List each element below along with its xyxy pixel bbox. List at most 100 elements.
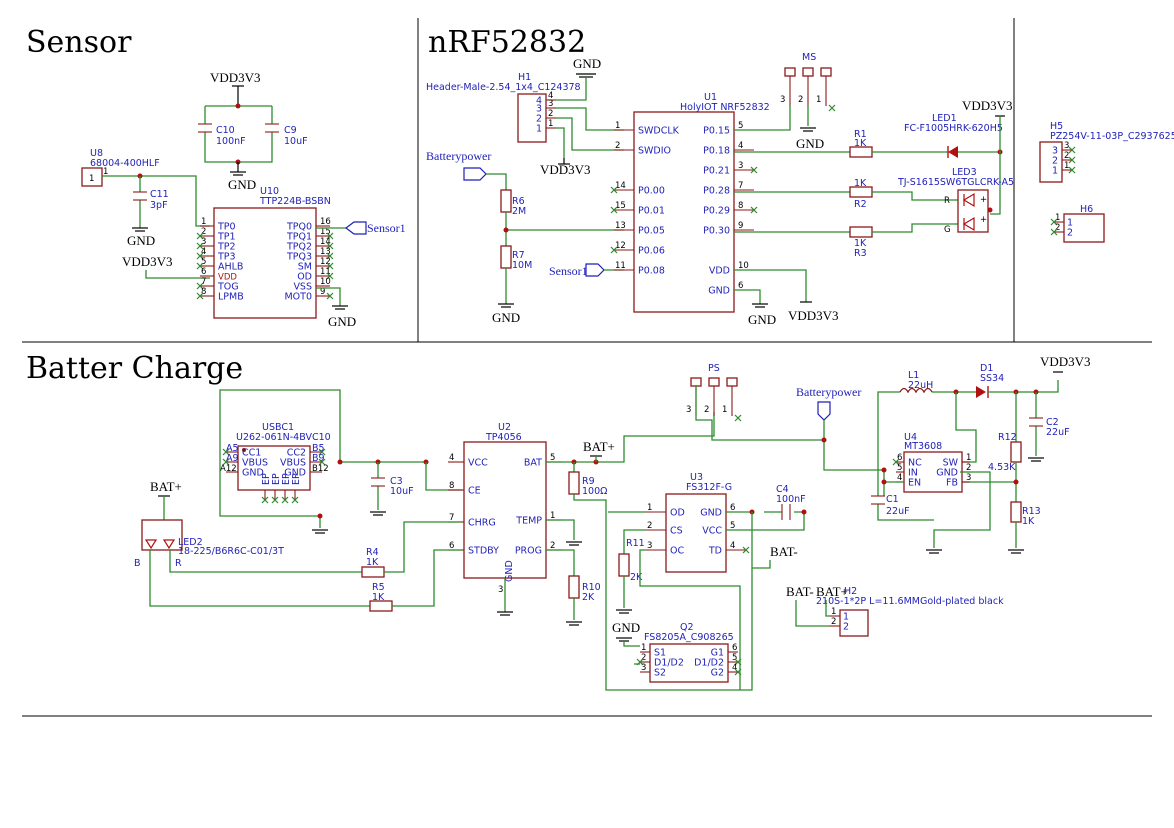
resistor-r3 (849, 226, 873, 238)
r6-ref: R6 (512, 196, 525, 207)
net-batp-label: BAT+ (816, 584, 848, 599)
section-dividers (22, 18, 1152, 717)
pin-label: VBUS (280, 458, 306, 469)
pin-label: TP3 (217, 252, 236, 263)
r12-ref: R12 (998, 432, 1017, 443)
pin-number: 1 (831, 607, 836, 617)
header-h1 (517, 93, 547, 143)
c2-value: 22uF (1046, 427, 1070, 438)
pin-number: 11 (320, 267, 331, 277)
pin-label: TP2 (217, 242, 236, 253)
pin-label: SWDCLK (638, 126, 680, 137)
pin-label: LPMB (218, 292, 244, 303)
pin-label: 1 (843, 612, 849, 623)
pin-number: 3 (641, 663, 646, 673)
pin-label: TEMP (515, 516, 542, 527)
pin-number: 2 (1055, 223, 1060, 233)
u10-ref: U10 (260, 186, 279, 197)
pin-number: 4 (897, 473, 902, 483)
svg-text:1: 1 (89, 174, 94, 184)
net-batp-label: BAT+ (583, 439, 615, 454)
led3-value: TJ-S1615SW6TGLCRK-A5 (897, 177, 1014, 188)
pin-label: 2 (1067, 228, 1073, 239)
pin-number: 12 (320, 257, 331, 267)
pin-label: EP (291, 473, 302, 485)
pin-number: 3 (1064, 141, 1069, 151)
pin-number: 3 (966, 473, 971, 483)
pin-label: S2 (654, 668, 666, 679)
pin-number: 1 (641, 643, 646, 653)
sensor-block: VDD3V3 C10 100nF C9 10uF GND U8 68004-40… (81, 70, 406, 329)
pin-number: 2 (615, 141, 620, 151)
pin-label: P0.30 (703, 226, 730, 237)
u1-value: HolyIOT NRF52832 (680, 102, 770, 113)
pin-label: D1/D2 (694, 658, 724, 669)
pin-label: BAT (524, 458, 542, 469)
pin-label: S1 (654, 648, 666, 659)
pin-number: 1 (550, 511, 555, 521)
pin-label: EP (271, 473, 282, 485)
pin-label: P0.18 (703, 146, 730, 157)
net-batn-label: BAT- (770, 544, 798, 559)
pin-number: 4 (201, 247, 206, 257)
pin-label: GND (700, 508, 722, 519)
led2-r-label: R (175, 558, 182, 569)
led3-ref: LED3 (952, 167, 977, 178)
pin-label: P0.08 (638, 266, 665, 277)
net-gnd-label: GND (228, 177, 256, 192)
ic-u1 (633, 111, 735, 313)
inductor-l1 (899, 387, 933, 394)
pin-label: SWDIO (638, 146, 671, 157)
pin-number: 2 (831, 617, 836, 627)
pin-number: 1 (201, 217, 206, 227)
led2-symbol (144, 539, 158, 550)
pin-number: 6 (738, 281, 743, 291)
pin-number: 4 (732, 663, 737, 673)
connector-u8 (81, 167, 103, 187)
led1-ref: LED1 (932, 113, 957, 124)
pin-label: IN (908, 468, 918, 479)
c1-ref: C1 (886, 494, 899, 505)
charge-block: USBC1 U262-061N-4BVC10 CC1A5VBUSA9GNDA12… (134, 354, 1091, 691)
pin-number: 6 (201, 267, 206, 277)
u10-value: TTP224B-BSBN (259, 196, 331, 207)
led2-b-label: B (134, 558, 141, 569)
port-sensor1 (585, 263, 605, 277)
pin-label: OD (297, 272, 312, 283)
usbc1-ref: USBC1 (262, 422, 294, 433)
led3-r-label: R (944, 196, 950, 206)
led3-g-label: G (944, 225, 951, 235)
r5-value: 1K (372, 592, 385, 603)
pin-label: EP (281, 473, 292, 485)
r2-ref: R2 (854, 199, 867, 210)
pin-number: 14 (615, 181, 626, 191)
pin-number: A9 (226, 453, 239, 464)
pin-number: 3 (686, 405, 691, 415)
usbc1-value: U262-061N-4BVC10 (236, 432, 331, 443)
h2-value: 210S-1*2P L=11.6MMGold-plated black (816, 596, 1004, 607)
pin-number: 3 (647, 541, 652, 551)
ic-u3 (665, 493, 727, 573)
pin-number: 1 (1064, 161, 1069, 171)
pin-number: 3 (201, 237, 206, 247)
led1-symbol (948, 146, 958, 158)
pin-label: GND (708, 286, 730, 297)
net-gnd-label: GND (796, 136, 824, 151)
r2-value: 1K (854, 178, 867, 189)
pin-number: 4 (449, 453, 454, 463)
pin-label: GND (242, 468, 264, 479)
pin-number: 4 (738, 141, 743, 151)
net-batpower-label: Batterypower (426, 149, 491, 163)
pin-number: 13 (615, 221, 626, 231)
pin-number: 1 (1055, 213, 1060, 223)
r1-ref: R1 (854, 129, 867, 140)
r5-ref: R5 (372, 582, 385, 593)
pin-label: VCC (702, 526, 722, 537)
u4-ref: U4 (904, 432, 917, 443)
pin-label: CE (468, 486, 481, 497)
net-batp-label: BAT+ (150, 479, 182, 494)
pin-label: P0.28 (703, 186, 730, 197)
led1-value: FC-F1005HRK-620H5 (904, 123, 1003, 134)
pin-number: 15 (320, 227, 331, 237)
pin-number: 10 (320, 277, 331, 287)
